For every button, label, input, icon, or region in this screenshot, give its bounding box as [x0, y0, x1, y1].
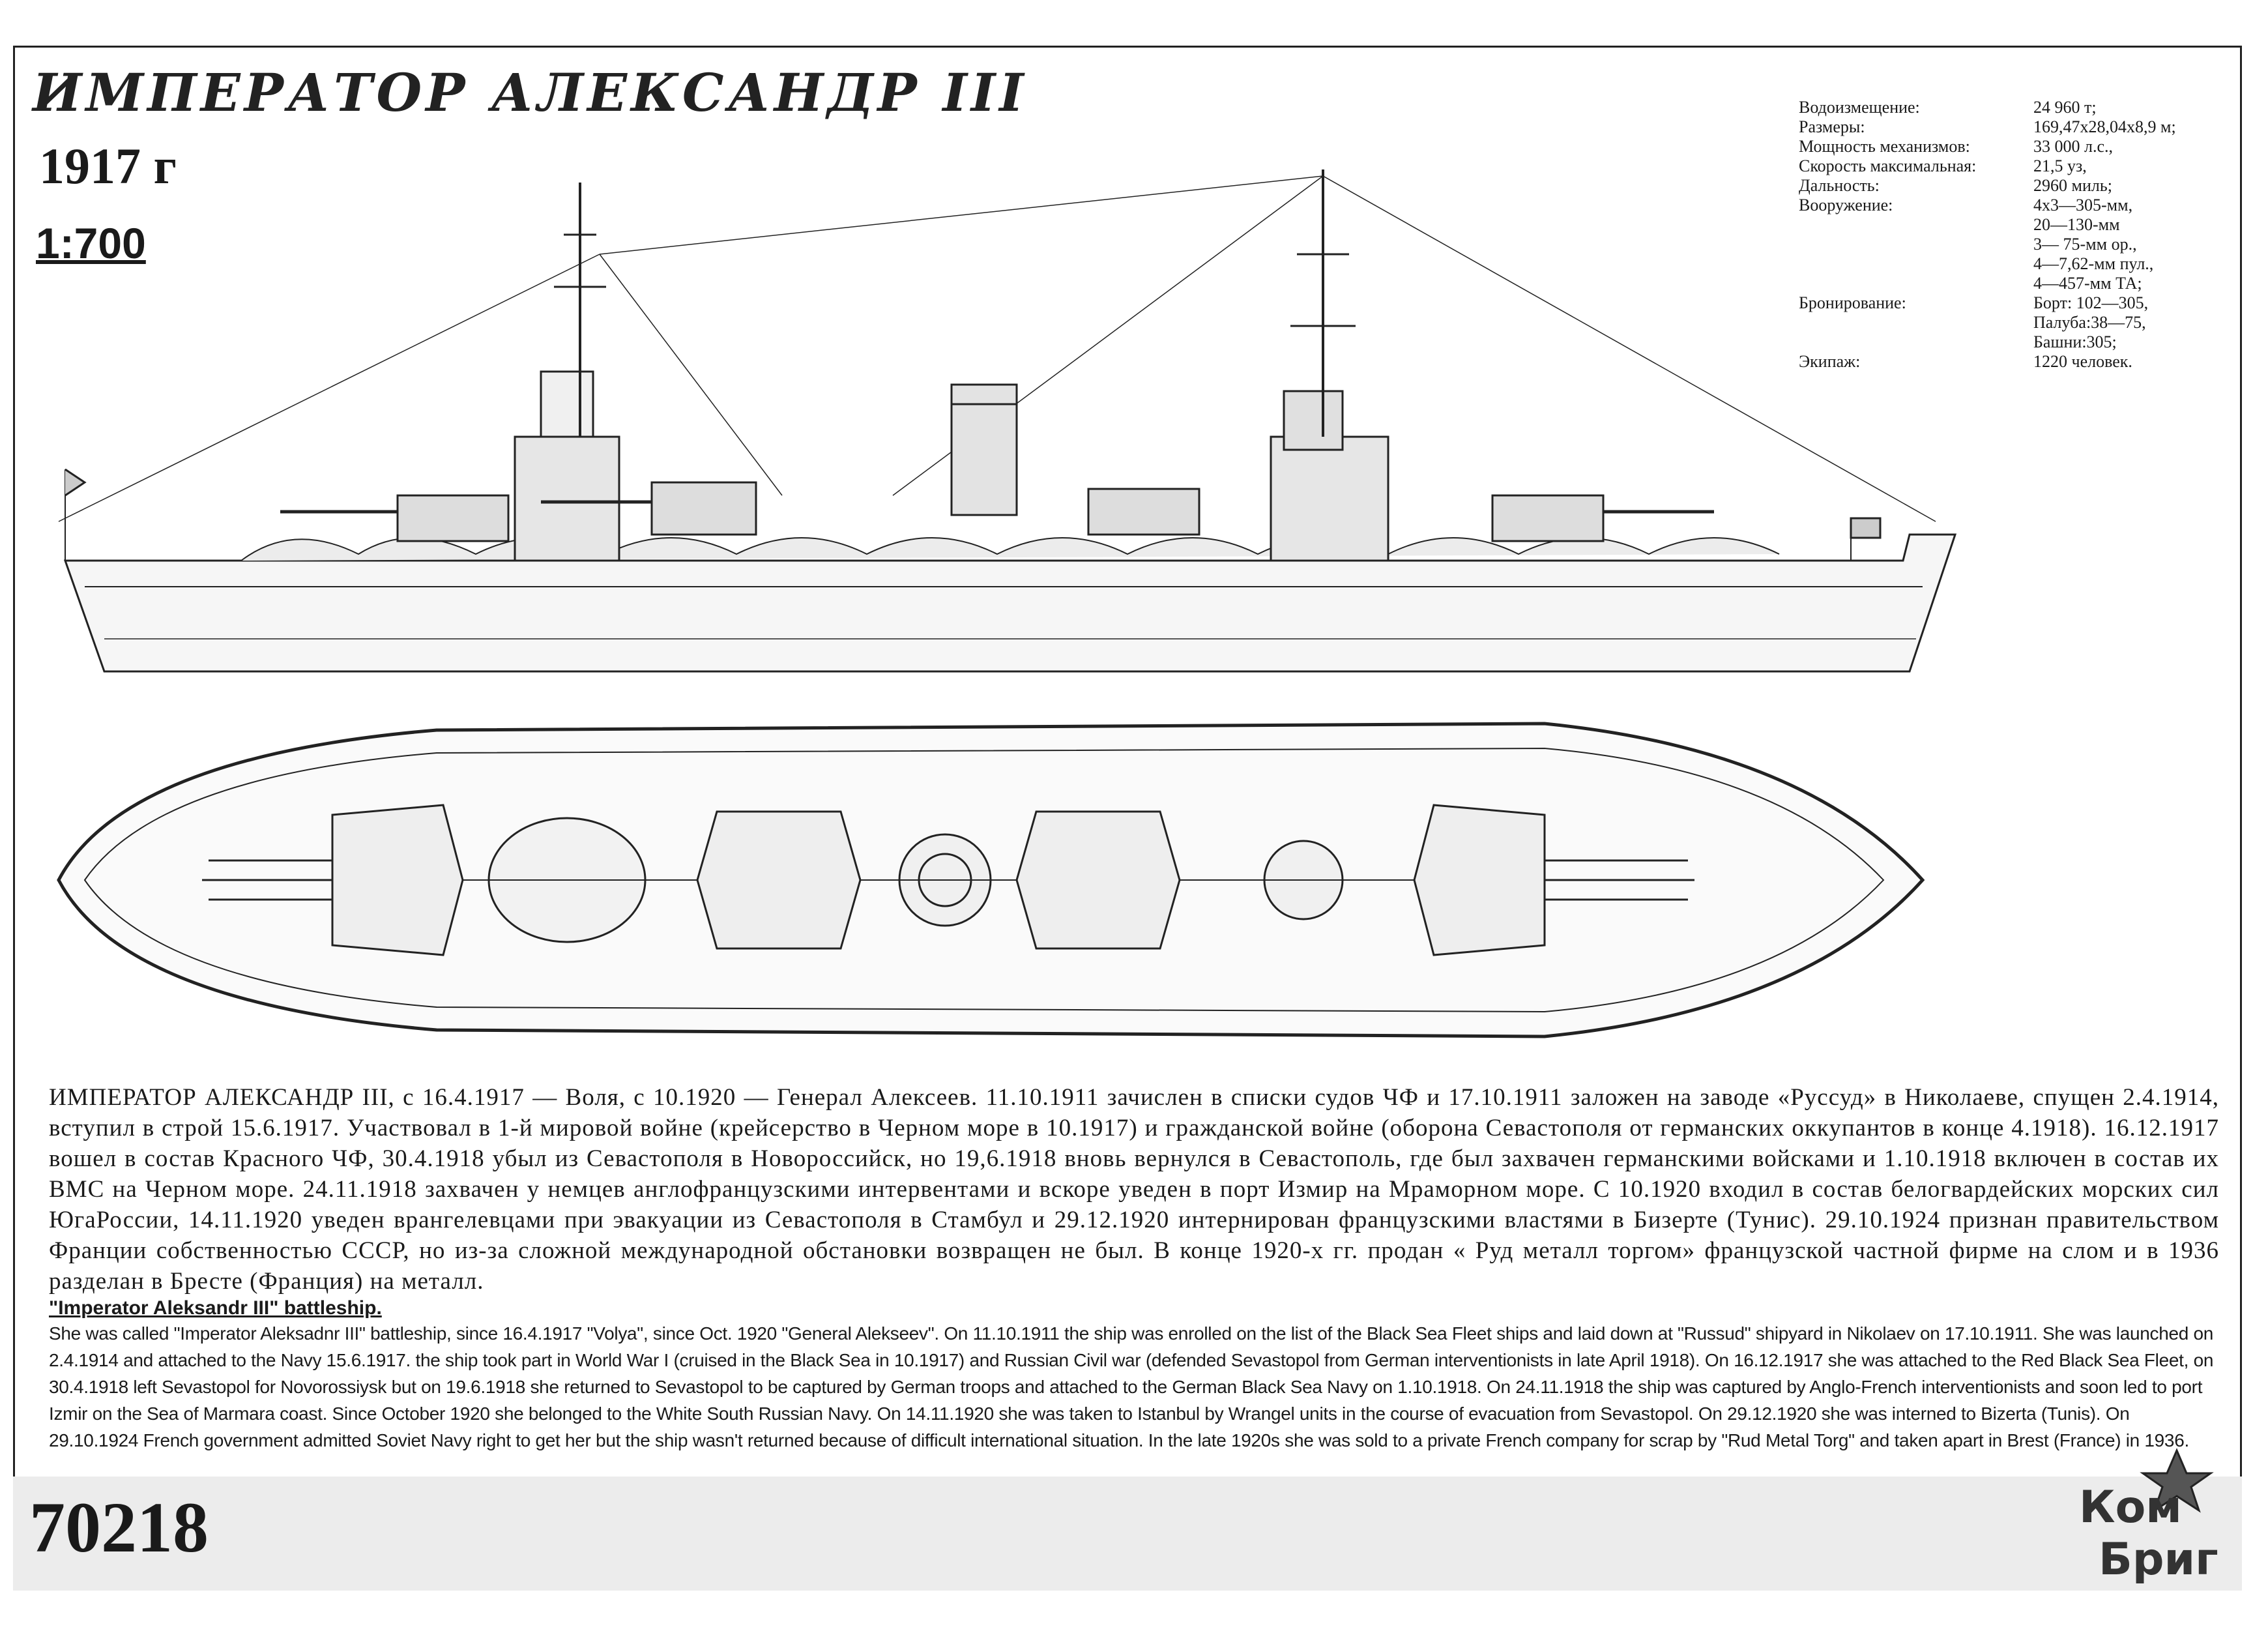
specs-table: Водоизмещение: 24 960 т; Размеры: 169,47x2… [1799, 98, 2242, 372]
spec-label: Водоизмещение: [1799, 98, 1920, 117]
spec-value: 21,5 уз, [2033, 156, 2087, 175]
spec-row: Мощность механизмов: 33 000 л.с., [1799, 137, 2242, 156]
spec-row: 4—7,62-мм пул., [1799, 254, 2242, 274]
spec-value: 3— 75-мм ор., [2033, 235, 2137, 254]
kombrig-logo: Ком Бриг [2079, 1448, 2218, 1585]
description-russian: ИМПЕРАТОР АЛЕКСАНДР III, с 16.4.1917 — В… [49, 1084, 2219, 1295]
spec-value: 33 000 л.с., [2033, 137, 2114, 156]
spec-value: 20—130-мм [2033, 215, 2120, 234]
spec-row: 3— 75-мм ор., [1799, 235, 2242, 254]
spec-value: 4—457-мм ТА; [2033, 274, 2142, 293]
spec-value: Палуба:38—75, [2033, 313, 2146, 332]
spec-row: Вооружение: 4x3—305-мм, [1799, 196, 2242, 215]
spec-value: 4x3—305-мм, [2033, 196, 2133, 214]
spec-row: Палуба:38—75, [1799, 313, 2242, 332]
footer-band [13, 1477, 2242, 1591]
year-label: 1917 г [39, 138, 177, 194]
spec-row: Бронирование: Борт: 102—305, [1799, 293, 2242, 313]
spec-label: Скорость максимальная: [1799, 156, 1977, 175]
spec-label: Мощность механизмов: [1799, 137, 1970, 156]
spec-value: Борт: 102—305, [2033, 293, 2149, 312]
spec-row: Дальность: 2960 миль; [1799, 176, 2242, 196]
description-english-body: She was called "Imperator Aleksadnr III"… [49, 1323, 2214, 1450]
spec-value: 2960 миль; [2033, 176, 2112, 195]
spec-value: 24 960 т; [2033, 98, 2097, 117]
kit-code: 70218 [29, 1488, 209, 1567]
spec-label: Размеры: [1799, 117, 1865, 136]
spec-row: Скорость максимальная: 21,5 уз, [1799, 156, 2242, 176]
page-title: ИМПЕРАТОР АЛЕКСАНДР III [33, 62, 1028, 123]
spec-row: 20—130-мм [1799, 215, 2242, 235]
logo-line1: Ком [2079, 1482, 2182, 1533]
scale-label: 1:700 [36, 219, 146, 267]
spec-label: Бронирование: [1799, 293, 1906, 312]
spec-value: 169,47x28,04x8,9 м; [2033, 117, 2176, 136]
spec-row: Экипаж: 1220 человек. [1799, 352, 2242, 372]
spec-value: 4—7,62-мм пул., [2033, 254, 2154, 273]
spec-value: 1220 человек. [2033, 352, 2132, 371]
ship-side-profile-drawing [58, 169, 1957, 673]
ship-deck-plan-drawing [57, 722, 1925, 1038]
spec-label: Вооружение: [1799, 196, 1893, 214]
spec-row: Башни:305; [1799, 332, 2242, 352]
spec-row: Водоизмещение: 24 960 т; [1799, 98, 2242, 117]
spec-row: 4—457-мм ТА; [1799, 274, 2242, 293]
spec-value: Башни:305; [2033, 332, 2117, 351]
spec-label: Дальность: [1799, 176, 1880, 195]
description-english-heading: "Imperator Aleksandr III" battleship. [49, 1297, 382, 1319]
spec-label: Экипаж: [1799, 352, 1861, 371]
spec-row: Размеры: 169,47x28,04x8,9 м; [1799, 117, 2242, 137]
logo-line2: Бриг [2099, 1534, 2218, 1585]
